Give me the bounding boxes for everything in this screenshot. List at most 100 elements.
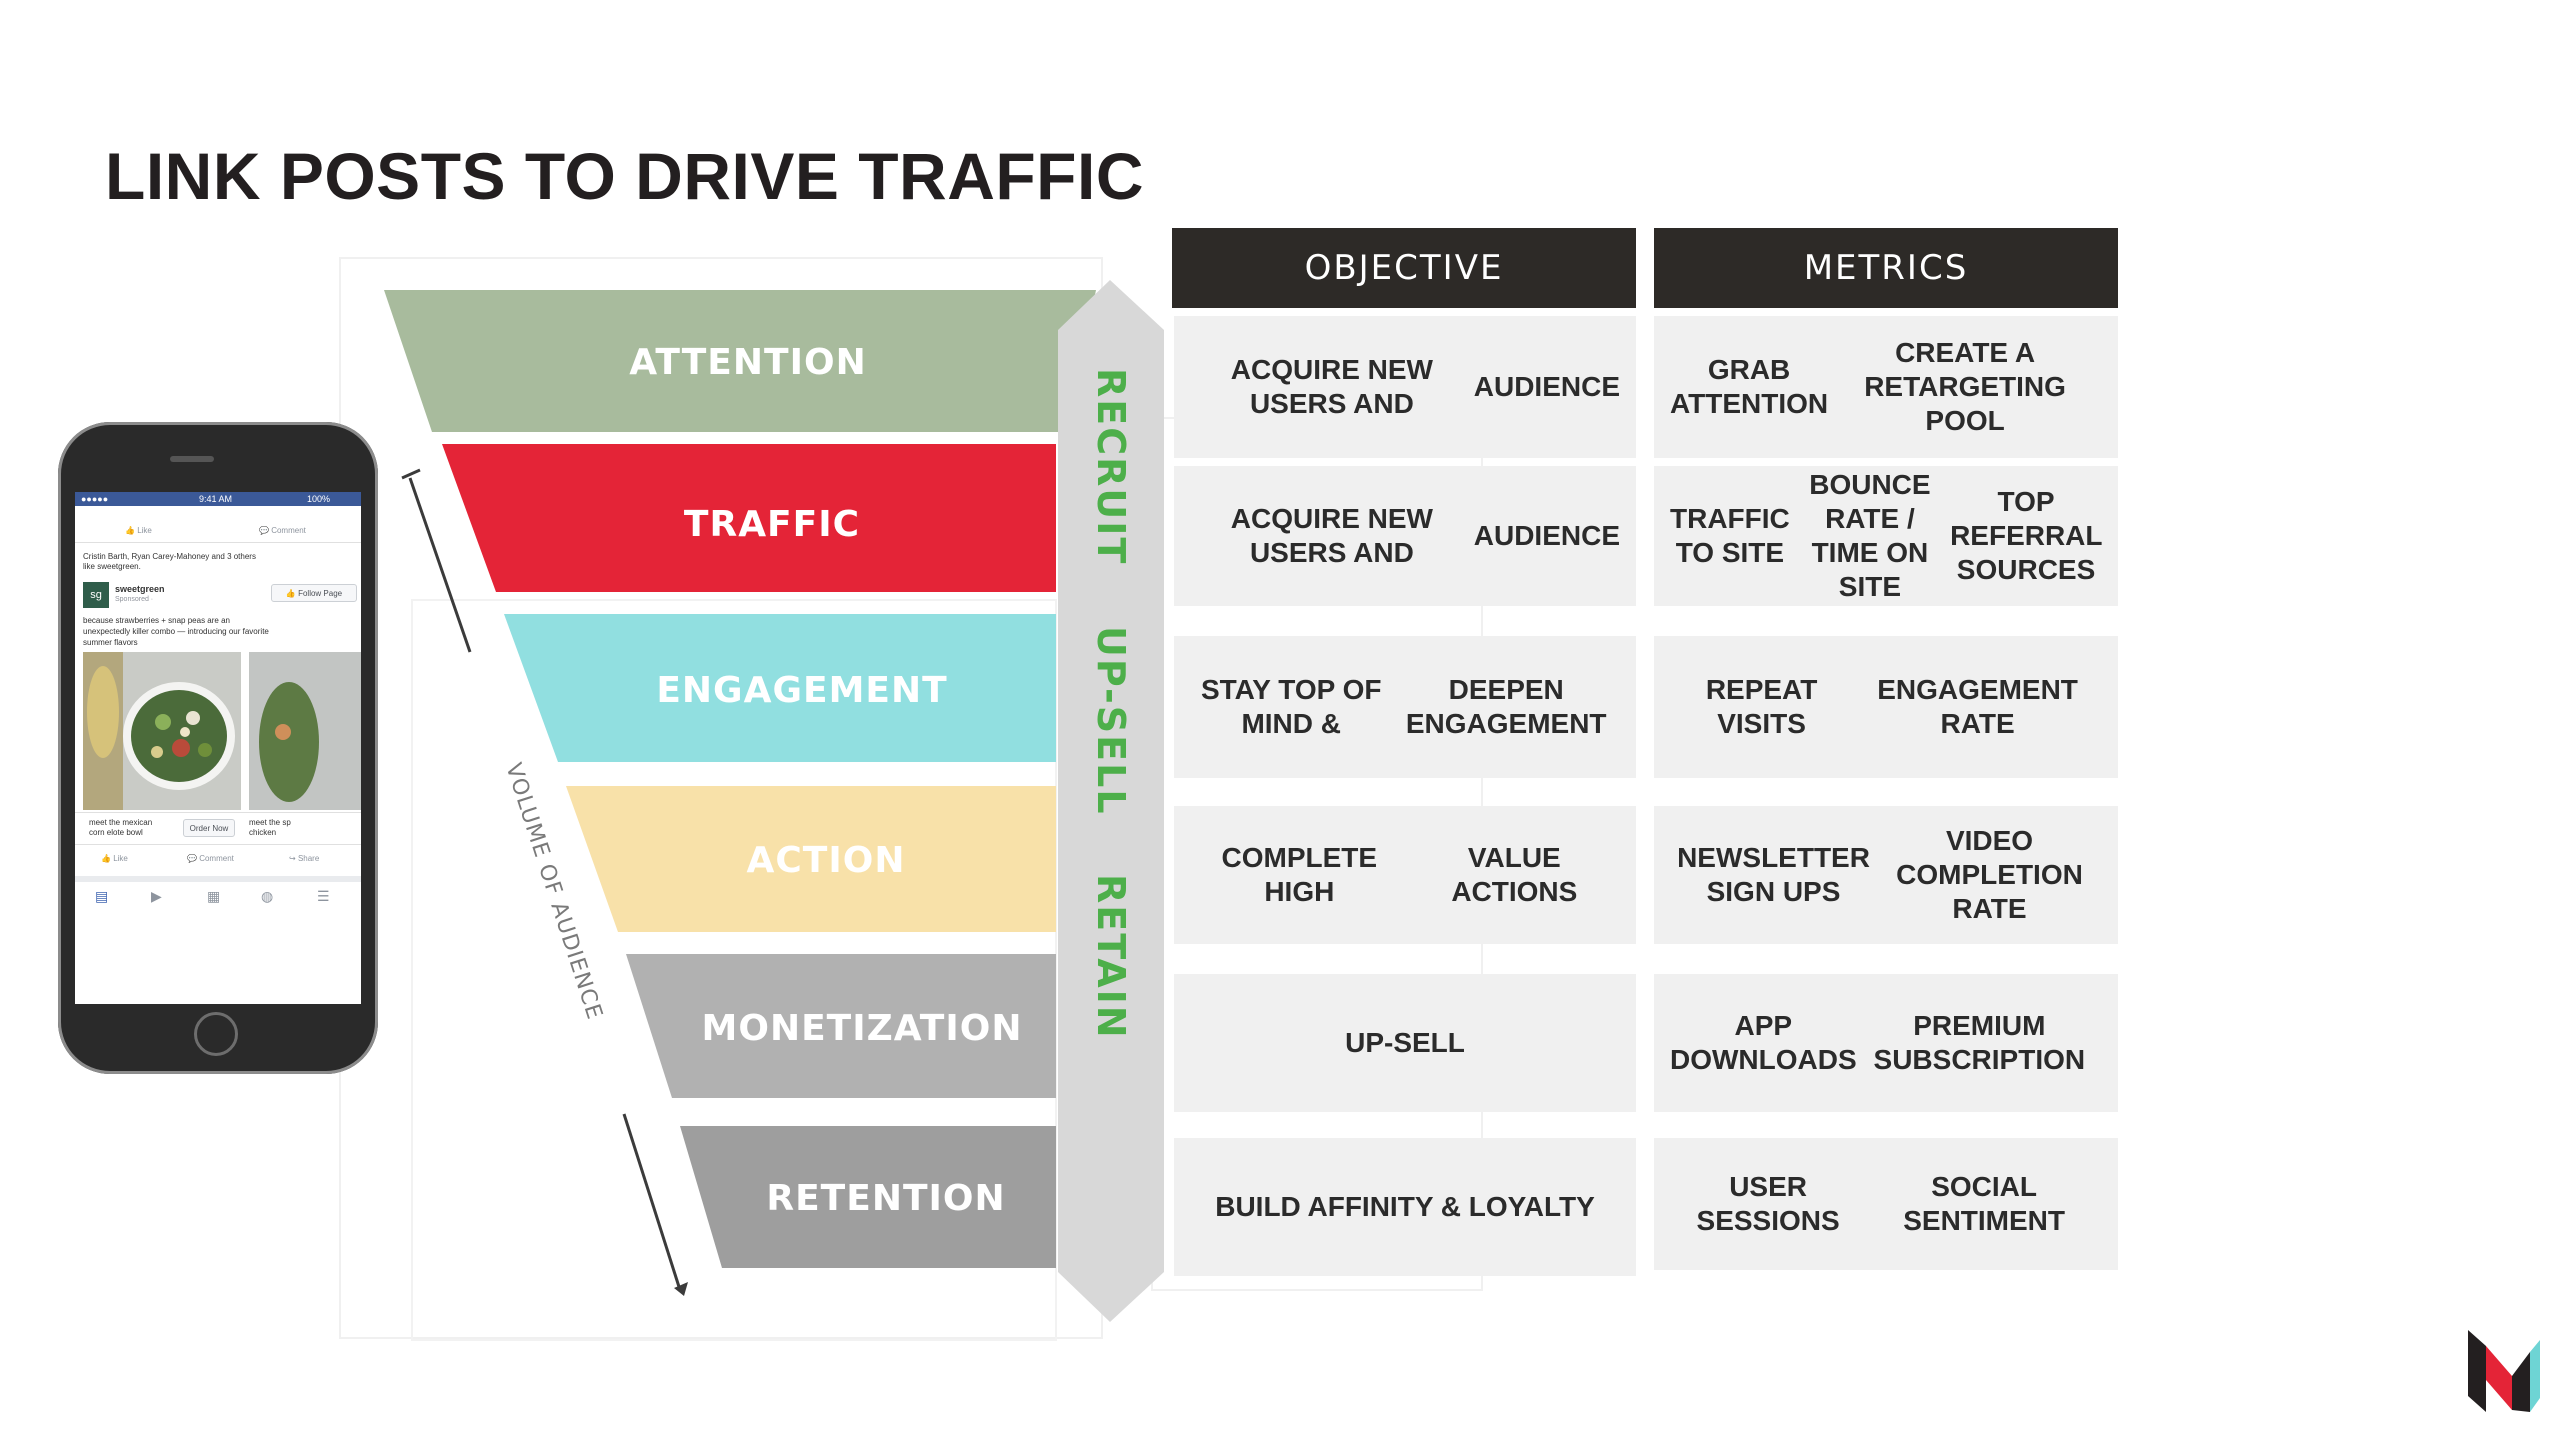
signal-icon: ●●●●● bbox=[81, 494, 109, 504]
divider bbox=[75, 876, 361, 882]
objective-line: DEEPEN ENGAGEMENT bbox=[1405, 674, 1607, 739]
phone-mockup: ●●●●● 9:41 AM 100% 👍 Like 💬 Comment Cris… bbox=[58, 422, 378, 1074]
metrics-line: TRAFFIC TO SITE bbox=[1670, 503, 1790, 568]
share-button[interactable]: ↪ Share bbox=[289, 854, 320, 863]
objective-cell-attention: ACQUIRE NEW USERS AND AUDIENCE bbox=[1174, 316, 1636, 458]
like-button[interactable]: 👍 Like bbox=[101, 854, 128, 863]
metrics-line: REPEAT VISITS bbox=[1705, 674, 1818, 739]
metrics-cell-action: NEWSLETTER SIGN UPS VIDEO COMPLETION RAT… bbox=[1654, 806, 2118, 944]
funnel-label-monetization: MONETIZATION bbox=[702, 1008, 1023, 1049]
metrics-cell-engagement: REPEAT VISITS ENGAGEMENT RATE bbox=[1654, 636, 2118, 778]
objective-line: BUILD AFFINITY & LOYALTY bbox=[1215, 1191, 1595, 1222]
objective-line: ACQUIRE NEW USERS AND bbox=[1230, 354, 1433, 419]
follow-label: Follow Page bbox=[298, 588, 343, 598]
funnel-stage-monetization bbox=[626, 954, 1056, 1098]
phone-screen: ●●●●● 9:41 AM 100% 👍 Like 💬 Comment Cris… bbox=[75, 492, 361, 1004]
metrics-line: NEWSLETTER SIGN UPS bbox=[1677, 842, 1870, 907]
likes-summary: Cristin Barth, Ryan Carey-Mahoney and 3 … bbox=[83, 552, 256, 561]
metrics-line: BOUNCE RATE / TIME ON SITE bbox=[1809, 469, 1931, 602]
globe-icon[interactable]: ◍ bbox=[261, 888, 274, 904]
carousel-image[interactable] bbox=[83, 652, 361, 812]
column-header-objective: OBJECTIVE bbox=[1172, 228, 1636, 308]
metrics-line: TOP REFERRAL SOURCES bbox=[1950, 486, 2103, 585]
volume-arrow-top bbox=[408, 477, 472, 653]
phase-label-recruit: RECRUIT bbox=[1089, 368, 1133, 565]
sponsored-label: Sponsored · bbox=[115, 596, 154, 603]
video-icon[interactable]: ▶ bbox=[151, 888, 162, 904]
divider bbox=[75, 812, 361, 813]
metrics-line: USER SESSIONS bbox=[1696, 1171, 1840, 1236]
objective-cell-retention: BUILD AFFINITY & LOYALTY bbox=[1174, 1138, 1636, 1276]
brand-logo-icon bbox=[2468, 1330, 2540, 1412]
likes-summary-line2: like sweetgreen. bbox=[83, 562, 141, 571]
metrics-cell-monetization: APP DOWNLOADS PREMIUM SUBSCRIPTION bbox=[1654, 974, 2118, 1112]
funnel-label-attention: ATTENTION bbox=[629, 342, 866, 383]
funnel-label-action: ACTION bbox=[747, 840, 906, 881]
funnel-label-traffic: TRAFFIC bbox=[684, 504, 860, 545]
objective-cell-action: COMPLETE HIGH VALUE ACTIONS bbox=[1174, 806, 1636, 944]
page-title: LINK POSTS TO DRIVE TRAFFIC bbox=[105, 139, 1144, 213]
objective-cell-monetization: UP-SELL bbox=[1174, 974, 1636, 1112]
funnel-stage-action bbox=[566, 786, 1056, 932]
metrics-cell-attention: GRAB ATTENTION CREATE A RETARGETING POOL bbox=[1654, 316, 2118, 458]
funnel-stage-traffic bbox=[442, 444, 1056, 592]
metrics-line: APP DOWNLOADS bbox=[1670, 1010, 1857, 1075]
metrics-line: PREMIUM SUBSCRIPTION bbox=[1873, 1010, 2086, 1075]
metrics-line: CREATE A RETARGETING POOL bbox=[1864, 337, 2066, 436]
volume-arrow-head bbox=[674, 1282, 688, 1296]
news-feed-icon[interactable]: ▤ bbox=[95, 888, 109, 904]
comment-label: Comment bbox=[199, 854, 234, 863]
like-button[interactable]: 👍 Like bbox=[125, 526, 152, 535]
phase-band bbox=[1058, 280, 1164, 1322]
objective-cell-engagement: STAY TOP OF MIND & DEEPEN ENGAGEMENT bbox=[1174, 636, 1636, 778]
comment-button[interactable]: 💬 Comment bbox=[187, 854, 234, 863]
phone-speaker bbox=[170, 456, 214, 462]
status-bar: ●●●●● 9:41 AM 100% bbox=[75, 492, 361, 506]
divider bbox=[75, 844, 361, 845]
post-text-line: because strawberries + snap peas are an bbox=[83, 616, 230, 625]
objective-line: ACQUIRE NEW USERS AND bbox=[1230, 503, 1433, 568]
order-now-button[interactable]: Order Now bbox=[183, 819, 235, 837]
objective-line: AUDIENCE bbox=[1473, 371, 1620, 402]
menu-icon[interactable]: ☰ bbox=[317, 888, 330, 904]
card-caption: meet the mexican bbox=[89, 818, 153, 827]
metrics-line: GRAB ATTENTION bbox=[1670, 354, 1829, 419]
funnel-stage-engagement bbox=[504, 614, 1056, 762]
comment-button[interactable]: 💬 Comment bbox=[259, 526, 306, 535]
card-caption: corn elote bowl bbox=[89, 828, 143, 837]
funnel-stage-retention bbox=[680, 1126, 1056, 1268]
metrics-cell-traffic: TRAFFIC TO SITE BOUNCE RATE / TIME ON SI… bbox=[1654, 466, 2118, 606]
like-label: Like bbox=[137, 526, 152, 535]
objective-cell-traffic: ACQUIRE NEW USERS AND AUDIENCE bbox=[1174, 466, 1636, 606]
phone-home-button bbox=[194, 1012, 238, 1056]
page-name[interactable]: sweetgreen bbox=[115, 584, 165, 594]
phase-label-retain: RETAIN bbox=[1089, 874, 1133, 1040]
column-header-metrics: METRICS bbox=[1654, 228, 2118, 308]
metrics-cell-retention: USER SESSIONS SOCIAL SENTIMENT bbox=[1654, 1138, 2118, 1270]
like-label: Like bbox=[113, 854, 128, 863]
comment-label: Comment bbox=[271, 526, 306, 535]
status-time: 9:41 AM bbox=[199, 494, 233, 504]
objective-line: STAY TOP OF MIND & bbox=[1200, 674, 1382, 739]
page-avatar: sg bbox=[83, 582, 109, 608]
follow-page-button[interactable]: 👍 Follow Page bbox=[271, 584, 357, 602]
metrics-line: VIDEO COMPLETION RATE bbox=[1896, 825, 2083, 924]
share-label: Share bbox=[297, 854, 320, 863]
objective-line: VALUE ACTIONS bbox=[1451, 842, 1578, 907]
marketplace-icon[interactable]: ▦ bbox=[207, 888, 221, 904]
objective-line: COMPLETE HIGH bbox=[1221, 842, 1378, 907]
metrics-line: SOCIAL SENTIMENT bbox=[1903, 1171, 2065, 1236]
funnel-label-retention: RETENTION bbox=[766, 1178, 1005, 1219]
phase-label-up-sell: UP-SELL bbox=[1089, 626, 1133, 816]
objective-line: AUDIENCE bbox=[1473, 520, 1620, 551]
objective-line: UP-SELL bbox=[1345, 1027, 1465, 1058]
card-caption: chicken bbox=[249, 828, 277, 837]
funnel-label-engagement: ENGAGEMENT bbox=[656, 670, 947, 711]
volume-arrow-top-cap bbox=[401, 468, 421, 480]
post-text-line: unexpectedly killer combo — introducing … bbox=[83, 627, 269, 636]
funnel-stage-attention bbox=[384, 290, 1096, 432]
divider bbox=[75, 542, 361, 543]
card-caption: meet the sp bbox=[249, 818, 291, 827]
